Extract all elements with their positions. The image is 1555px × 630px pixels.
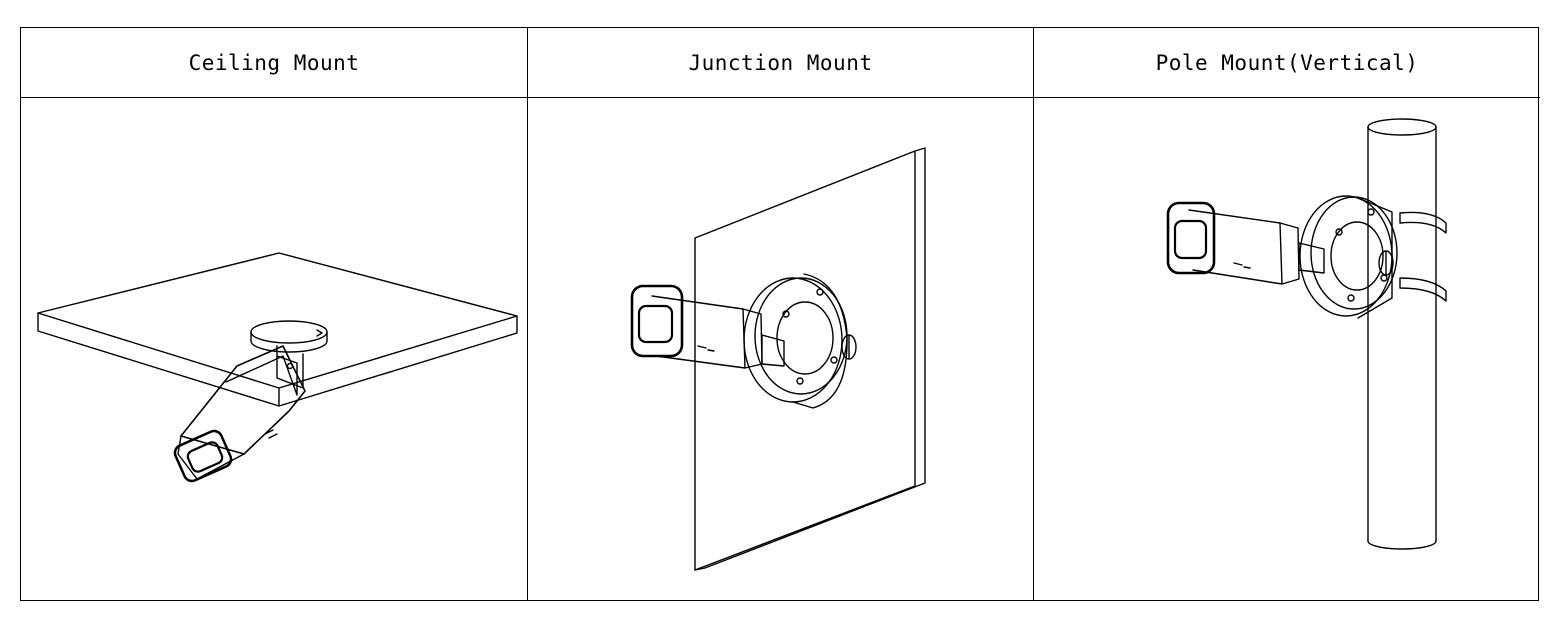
mount-types-table: Ceiling Mount — [20, 27, 1540, 601]
ceiling-mount-header: Ceiling Mount — [21, 28, 527, 98]
junction-mount-column: Junction Mount — [527, 28, 1033, 600]
bullet-camera — [173, 345, 306, 483]
pole-mount-illustration — [1166, 118, 1447, 550]
pole-clamps — [1399, 211, 1447, 302]
bullet-camera — [630, 284, 785, 369]
pole-mount-cell — [1034, 98, 1540, 600]
vertical-pole — [1367, 118, 1437, 550]
bullet-camera — [1166, 201, 1325, 285]
junction-mount-illustration — [630, 147, 926, 571]
junction-mount-cell — [528, 98, 1033, 600]
pole-mount-column: Pole Mount(Vertical) — [1033, 28, 1540, 600]
ceiling-mount-illustration — [37, 252, 518, 483]
junction-mount-header: Junction Mount — [528, 28, 1033, 98]
junction-box — [1299, 195, 1398, 319]
junction-box — [743, 273, 857, 409]
wall-panel — [694, 147, 926, 571]
pole-mount-header: Pole Mount(Vertical) — [1034, 28, 1540, 98]
ceiling-mount-column: Ceiling Mount — [21, 28, 527, 600]
ceiling-slab — [37, 252, 518, 407]
ceiling-mount-cell — [21, 98, 527, 600]
